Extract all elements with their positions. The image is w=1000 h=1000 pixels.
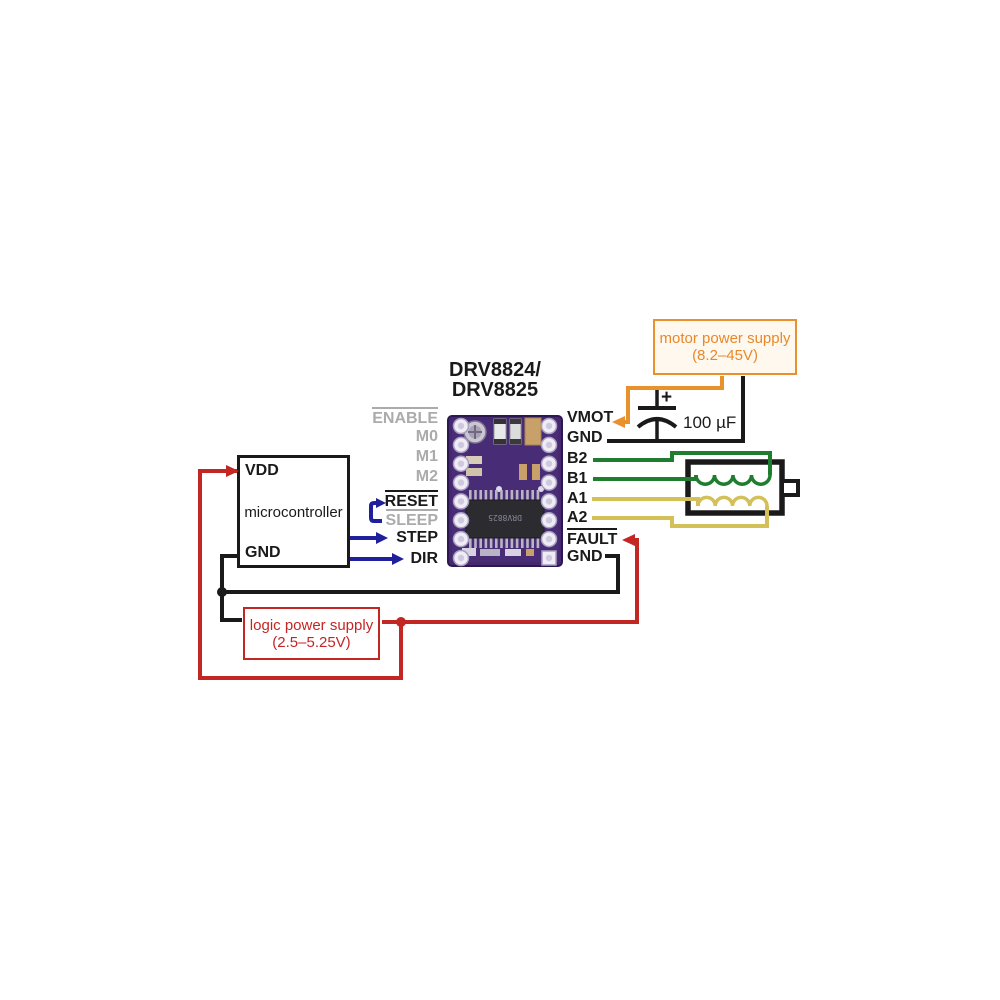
driver-ic: DRV8825: [465, 490, 545, 548]
dir-arrowhead: [392, 553, 404, 565]
wire-a1: [592, 497, 700, 506]
pin-label-fault: FAULT: [567, 528, 618, 548]
microcontroller-box: [237, 455, 350, 568]
pin-label-step: STEP: [396, 529, 438, 546]
motor-shaft: [780, 479, 800, 497]
trimpot-icon: [463, 420, 487, 444]
capacitor-value-label: 100 µF: [683, 413, 737, 432]
logic-junction-dot: [396, 617, 406, 627]
pin-label-reset: RESET: [320, 490, 438, 510]
wire-b2: [593, 451, 772, 475]
coil-b-winding: [694, 474, 772, 486]
wire-motor-ground: [607, 376, 745, 443]
pin-label-m2: M2: [415, 468, 438, 485]
pin-label-sleep: SLEEP: [320, 509, 438, 529]
pin-label-a1: A1: [567, 490, 588, 507]
motor-power-supply-box: motor power supply (8.2–45V): [653, 319, 797, 375]
vmot-arrowhead: [612, 416, 625, 428]
pin-label-m1: M1: [415, 448, 438, 465]
microcontroller-vdd-label: VDD: [245, 462, 279, 479]
wire-b1: [593, 475, 698, 481]
reset-arrowhead: [376, 498, 386, 508]
pin-label-vmot: VMOT: [567, 409, 614, 426]
diagram-title: DRV8824/ DRV8825: [405, 360, 585, 400]
motor-symbol: [685, 459, 800, 516]
ic-marking-text: DRV8825: [488, 513, 522, 522]
microcontroller-gnd-label: GND: [245, 544, 281, 561]
wire-a2: [592, 506, 769, 528]
pin-label-dir: DIR: [410, 550, 438, 567]
pin-label-b2: B2: [567, 450, 588, 467]
wire-ground-net: [220, 554, 620, 622]
pin-label-b1: B1: [567, 470, 588, 487]
motor-supply-line-2: (8.2–45V): [692, 347, 758, 364]
step-arrowhead: [376, 532, 388, 544]
pin-label-a2: A2: [567, 509, 588, 526]
pin-label-enable: ENABLE: [320, 407, 438, 427]
reset-sleep-jumper: [369, 501, 382, 523]
vdd-arrowhead: [226, 465, 239, 477]
ground-junction-dot: [217, 587, 227, 597]
fault-arrowhead: [622, 534, 635, 546]
pin-label-gnd-bottom: GND: [567, 548, 603, 565]
driver-board-graphic: DRV8825: [447, 415, 563, 567]
title-line-2: DRV8825: [451, 379, 539, 401]
logic-supply-line-1: logic power supply: [249, 616, 374, 634]
pin-label-gnd-top: GND: [567, 429, 603, 446]
capacitor-polarity-sign: +: [661, 387, 673, 408]
pin-label-m0: M0: [415, 428, 438, 445]
motor-supply-line-1: motor power supply: [659, 330, 791, 347]
board-pads-left: [452, 417, 470, 567]
coil-a-winding: [696, 495, 769, 507]
logic-power-supply-box: logic power supply (2.5–5.25V): [243, 607, 380, 660]
microcontroller-name: microcontroller: [244, 504, 343, 521]
capacitor-symbol: [636, 390, 678, 441]
title-line-1: DRV8824/: [449, 359, 541, 381]
board-pads-right: [540, 417, 558, 566]
logic-supply-line-2: (2.5–5.25V): [272, 633, 351, 651]
